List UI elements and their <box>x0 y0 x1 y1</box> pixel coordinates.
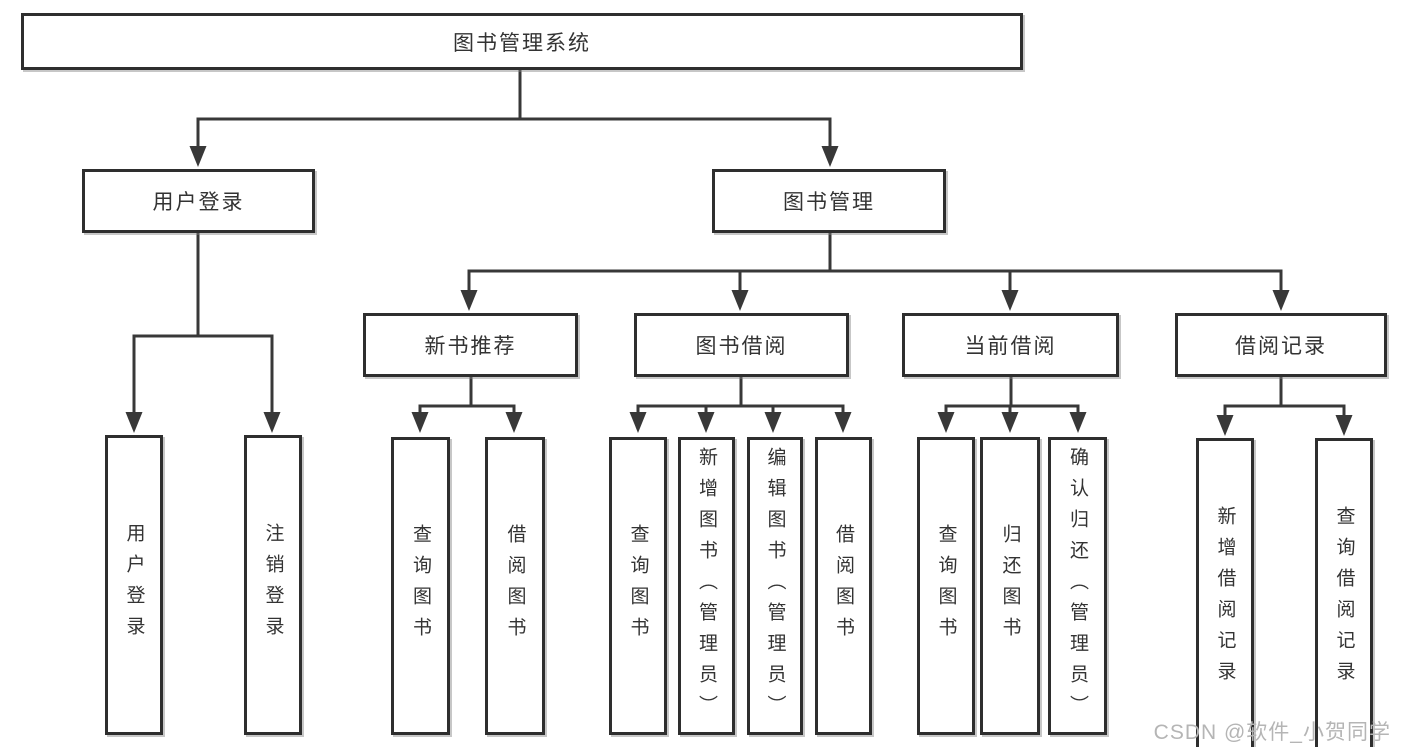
node-current-borrowing: 当前借阅 <box>902 313 1119 377</box>
csdn-watermark: CSDN @软件_小贺同学 <box>1153 721 1391 744</box>
arrowhead-icons <box>125 146 1353 436</box>
leaf-borrowing-borrow-books: 借阅图书 <box>815 437 872 735</box>
leaf-current-query-books: 查询图书 <box>917 437 975 735</box>
node-library-management-system: 图书管理系统 <box>21 13 1023 70</box>
leaf-borrowing-add-books-admin: 新增图书（管理员） <box>678 437 735 735</box>
node-book-borrowing: 图书借阅 <box>634 313 849 377</box>
leaf-user-login: 用户登录 <box>105 435 163 735</box>
leaf-current-return-books: 归还图书 <box>980 437 1040 735</box>
node-borrowing-records: 借阅记录 <box>1175 313 1387 377</box>
leaf-records-query-record: 查询借阅记录 <box>1315 438 1373 747</box>
node-book-management: 图书管理 <box>712 169 946 233</box>
node-user-login: 用户登录 <box>82 169 315 233</box>
leaf-borrowing-query-books: 查询图书 <box>609 437 667 735</box>
node-new-book-recommendation: 新书推荐 <box>363 313 578 377</box>
leaf-borrowing-edit-books-admin: 编辑图书（管理员） <box>747 437 803 735</box>
leaf-recommend-borrow-books: 借阅图书 <box>485 437 545 735</box>
leaf-recommend-query-books: 查询图书 <box>391 437 450 735</box>
leaf-logout: 注销登录 <box>244 435 302 735</box>
leaf-current-confirm-return-admin: 确认归还（管理员） <box>1048 437 1107 735</box>
leaf-records-add-record: 新增借阅记录 <box>1196 438 1254 747</box>
